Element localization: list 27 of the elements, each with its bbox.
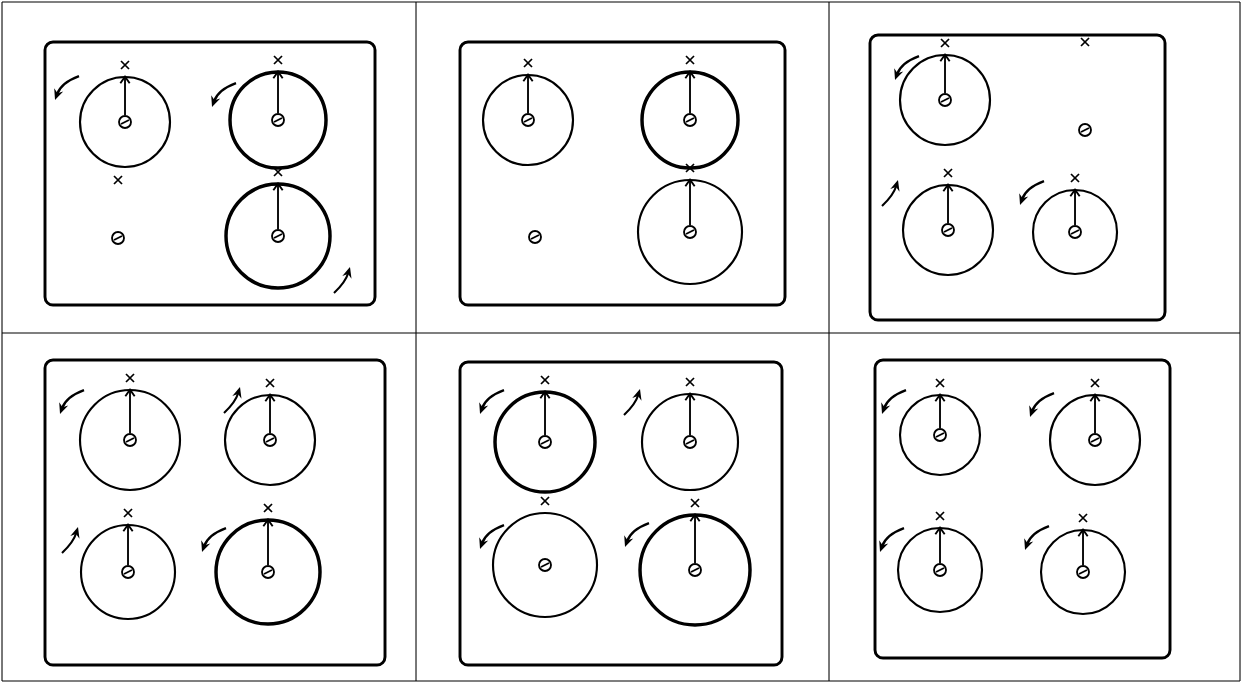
dial-circle: [898, 53, 992, 147]
panel-box: [458, 360, 784, 667]
dial-circle: [491, 511, 599, 619]
dial-circle: [1048, 393, 1142, 487]
dial-circle: [493, 390, 597, 494]
dial-circle: [228, 70, 328, 170]
panel-box: [43, 40, 377, 307]
dial-circle: [214, 518, 322, 626]
dial-circle: [896, 526, 984, 614]
dial-circle: [1039, 528, 1127, 616]
dial-circle: [898, 393, 982, 477]
dial-circle: [78, 388, 182, 492]
panel-box: [873, 358, 1172, 660]
dial-circle: [640, 70, 740, 170]
dial-circle: [640, 392, 740, 492]
panel-box: [43, 358, 387, 667]
dial-circle: [223, 393, 317, 487]
panel-box: [458, 40, 787, 307]
dial-circle: [481, 73, 575, 167]
panel-box: [868, 33, 1167, 322]
dial-circle: [638, 513, 752, 627]
dial-circle: [1031, 188, 1119, 276]
dial-circle: [901, 183, 995, 277]
dial-circle: [79, 523, 177, 621]
dial-circle: [78, 75, 172, 169]
dial-circle: [224, 182, 332, 290]
dial-circle: [636, 178, 744, 286]
